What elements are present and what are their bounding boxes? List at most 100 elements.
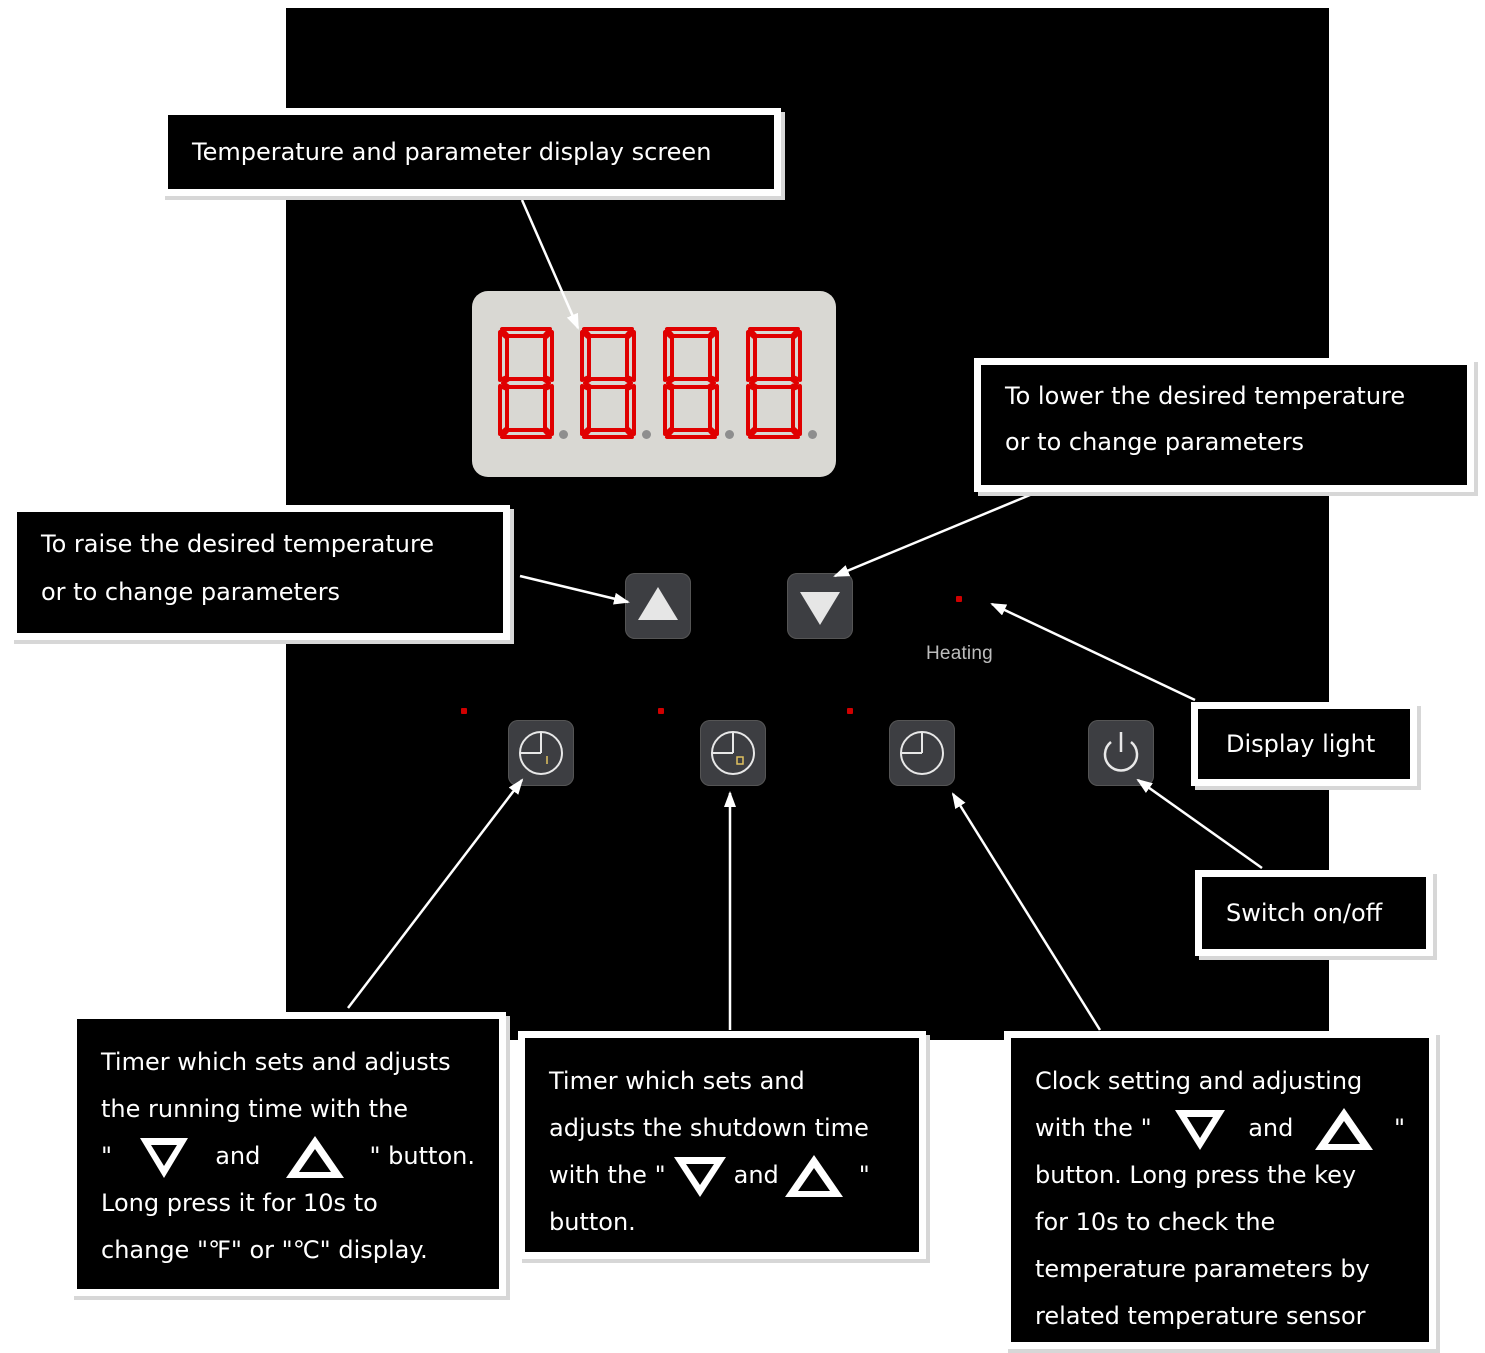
segment-c <box>791 384 802 436</box>
arrow-to-timer-on <box>347 778 524 1009</box>
segment-f <box>746 330 757 382</box>
callout-text: Temperature and parameter display screen <box>192 138 712 166</box>
segment-f <box>580 330 591 382</box>
segment-c <box>625 384 636 436</box>
callout-switch: Switch on/off <box>1195 870 1433 956</box>
power-button[interactable] <box>1088 720 1154 786</box>
digit-2 <box>576 327 640 439</box>
digit-3 <box>659 327 723 439</box>
decimal-point <box>725 430 734 439</box>
callout-text: Switch on/off <box>1226 899 1383 927</box>
digit-glyph <box>746 327 802 439</box>
up-triangle-icon <box>638 587 678 620</box>
arrow-to-power <box>1136 778 1263 870</box>
callout-display-screen: Temperature and parameter display screen <box>161 108 781 196</box>
down-triangle-icon <box>673 1156 726 1197</box>
callout-line-with-icons: " and " button. <box>77 1133 499 1180</box>
segment-d <box>665 428 717 439</box>
segment-g <box>666 377 716 389</box>
decimal-point <box>559 430 568 439</box>
digit-1 <box>494 327 558 439</box>
segment-g <box>749 377 799 389</box>
callout-text: Timer which sets and adjusts <box>101 1048 451 1076</box>
callout-text: for 10s to check the <box>1035 1208 1276 1236</box>
callout-clock: Clock setting and adjusting with the " a… <box>1004 1031 1436 1349</box>
callout-line-with-icons: with the " and " <box>525 1152 919 1199</box>
segment-b <box>791 330 802 382</box>
up-triangle-icon <box>784 1154 843 1197</box>
up-triangle-icon <box>1314 1107 1373 1150</box>
up-triangle-icon <box>285 1135 344 1178</box>
down-triangle-icon <box>800 592 840 625</box>
segment-d <box>748 428 800 439</box>
callout-text: change "℉" or "℃" display. <box>101 1236 428 1264</box>
callout-text: and <box>1248 1114 1294 1142</box>
callout-text: and <box>733 1161 779 1189</box>
digit-glyph <box>498 327 554 439</box>
segment-b <box>625 330 636 382</box>
segment-a <box>582 327 634 338</box>
up-button[interactable] <box>625 573 691 639</box>
digit-4 <box>742 327 806 439</box>
segment-d <box>582 428 634 439</box>
callout-display-light: Display light <box>1191 702 1417 786</box>
segment-e <box>663 384 674 436</box>
segment-a <box>665 327 717 338</box>
segment-d <box>500 428 552 439</box>
callout-text: " <box>858 1161 870 1189</box>
callout-text: To lower the desired temperature <box>1005 382 1406 410</box>
segment-f <box>663 330 674 382</box>
callout-text: " <box>1393 1114 1405 1142</box>
down-triangle-icon <box>139 1137 188 1178</box>
callout-text: " <box>101 1142 113 1170</box>
arrow-to-display <box>520 199 580 330</box>
arrow-to-clock <box>951 792 1102 1031</box>
digit-glyph <box>663 327 719 439</box>
clock-icon <box>900 731 944 775</box>
timer-off-led <box>658 708 664 714</box>
segment-e <box>580 384 591 436</box>
callout-text: the running time with the <box>101 1095 409 1123</box>
callout-text: To raise the desired temperature <box>41 530 435 558</box>
callout-text: and <box>215 1142 261 1170</box>
callout-text: Display light <box>1226 730 1376 758</box>
callout-lower: To lower the desired temperature or to c… <box>974 358 1474 492</box>
callout-text: with the " <box>549 1161 666 1189</box>
timer-on-button[interactable] <box>508 720 574 786</box>
callout-text: Timer which sets and <box>549 1067 805 1095</box>
power-icon <box>1103 732 1139 772</box>
arrow-to-up <box>519 574 630 605</box>
arrow-to-led <box>990 602 1196 702</box>
segment-e <box>746 384 757 436</box>
heating-label: Heating <box>926 643 993 664</box>
heating-led <box>956 596 962 602</box>
callout-text: Clock setting and adjusting <box>1035 1067 1363 1095</box>
digit-glyph <box>580 327 636 439</box>
down-triangle-icon <box>1174 1109 1225 1150</box>
segment-a <box>748 327 800 338</box>
segment-g <box>583 377 633 389</box>
timer-off-button[interactable] <box>700 720 766 786</box>
segment-f <box>498 330 509 382</box>
decimal-point <box>642 430 651 439</box>
segment-b <box>708 330 719 382</box>
segment-c <box>708 384 719 436</box>
callout-timer-run: Timer which sets and adjusts the running… <box>70 1012 506 1296</box>
callout-text: " button. <box>369 1142 475 1170</box>
callout-timer-shutdown: Timer which sets and adjusts the shutdow… <box>518 1031 926 1259</box>
callout-text: temperature parameters by <box>1035 1255 1370 1283</box>
timer-on-icon <box>519 731 563 775</box>
segment-e <box>498 384 509 436</box>
down-button[interactable] <box>787 573 853 639</box>
segment-a <box>500 327 552 338</box>
callout-text: or to change parameters <box>41 578 341 606</box>
segment-g <box>501 377 551 389</box>
callout-text: button. <box>549 1208 636 1236</box>
callout-text: or to change parameters <box>1005 428 1305 456</box>
segment-b <box>543 330 554 382</box>
callout-text: adjusts the shutdown time <box>549 1114 869 1142</box>
arrow-to-down <box>833 488 1043 578</box>
clock-button[interactable] <box>889 720 955 786</box>
callout-line-with-icons: with the " and " <box>1011 1105 1429 1152</box>
decimal-point <box>808 430 817 439</box>
